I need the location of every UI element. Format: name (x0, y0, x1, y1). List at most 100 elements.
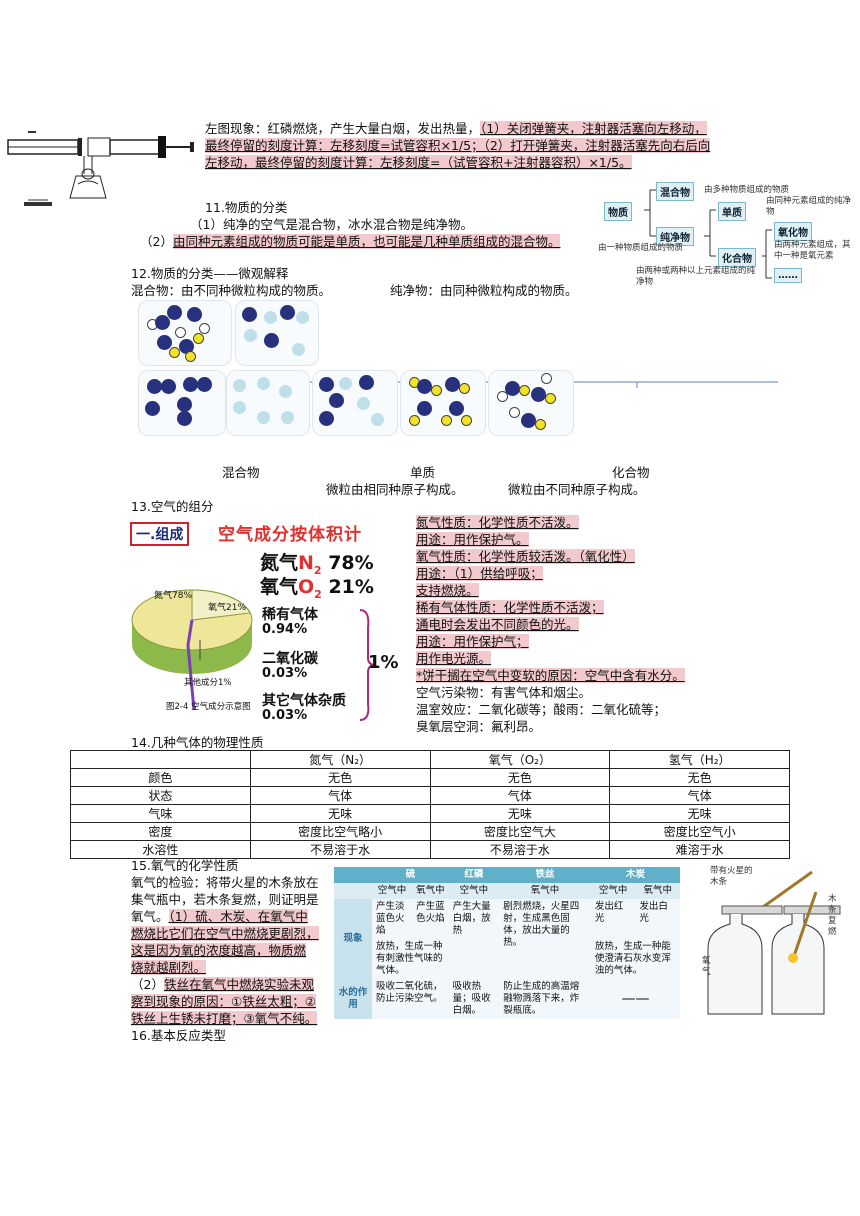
air-pie-chart (131, 589, 253, 710)
atom (409, 415, 420, 426)
oxygen-text-line: 烧就越剧烈。 (131, 959, 319, 976)
sub-cell: 氧气中 (412, 883, 449, 899)
atom (459, 383, 470, 394)
text-prefix: （2） (131, 977, 164, 992)
table-cell: 密度 (70, 822, 251, 841)
atom (296, 311, 309, 324)
highlighted-answer: 察到现象的原因：①铁丝太粗；② (131, 994, 316, 1009)
oxygen-text-line: 集气瓶中，若木条复燃，则证明是 (131, 891, 319, 908)
pie-label-other: 其他成分1% (184, 678, 232, 688)
table-row: 水溶性不易溶于水不易溶于水难溶于水 (70, 840, 790, 859)
table-header-cell: 氮气（N₂） (249, 750, 431, 769)
atom (233, 379, 246, 392)
row-label: 水的作用 (334, 979, 372, 1019)
table-cell: 密度比空气略小 (249, 822, 431, 841)
air-notes: 氮气性质：化学性质不活泼。用途：用作保护气。氧气性质：化学性质较活泼。（氧化性）… (416, 514, 685, 735)
atom (281, 411, 294, 424)
atom (145, 401, 160, 416)
caption-element: 单质 (410, 465, 436, 480)
cell: 放热，生成一种有刺激性气味的气体。 (372, 939, 449, 979)
co2-percent: 0.03% (262, 666, 308, 681)
atom (417, 401, 432, 416)
apparatus-answer: 左移动，最终停留的刻度计算：左移刻度=（试管容积+注射器容积）×1/5。 (205, 155, 632, 170)
gas-physical-properties-table: 氮气（N₂）氧气（O₂）氢气（H₂）颜色无色无色无色状态气体气体气体气味无味无味… (70, 750, 790, 859)
atom (155, 315, 170, 330)
cell: 吸收热量；吸收白烟。 (448, 979, 500, 1019)
text-prefix: 氧气。 (131, 909, 169, 924)
highlighted-answer: 由同种元素组成的物质可能是单质，也可能是几种单质组成的混合物。 (172, 234, 561, 249)
atom (521, 413, 536, 428)
oxygen-text-line: 氧气的检验：将带火星的木条放在 (131, 874, 319, 891)
atom (505, 381, 520, 396)
phenomenon-row-a: 现象 产生淡蓝色火焰 产生蓝色火焰 产生大量白烟，放热 剧烈燃烧，火星四射，生成… (334, 899, 680, 979)
air-note-line: *饼干搁在空气中变软的原因：空气中含有水分。 (416, 667, 685, 684)
label-splint: 带有火星的木条 (710, 866, 753, 887)
particle-box-element (226, 370, 310, 436)
particle-box-element (138, 370, 226, 436)
atom (147, 379, 162, 394)
cell: 剧烈燃烧，火星四射，生成黑色固体，放出大量的热。 (499, 899, 591, 979)
diagram-element: 单质 (718, 202, 746, 221)
apparatus-text-line3: 左移动，最终停留的刻度计算：左移刻度=（试管容积+注射器容积）×1/5。 (205, 154, 632, 171)
head-iron: 铁丝 (499, 867, 591, 883)
cell: 产生淡蓝色火焰 (372, 899, 413, 939)
diagram-connectors (644, 189, 772, 279)
atom (357, 397, 370, 410)
atom (161, 379, 176, 394)
table-head-row: 硫 红磷 铁丝 木炭 (334, 867, 680, 883)
atom (519, 385, 530, 396)
table-header-cell: 氧气（O₂） (429, 750, 611, 769)
highlighted-answer: 用作电光源。 (416, 651, 492, 666)
syringe-apparatus-figure (7, 131, 194, 206)
table-header-row: 氮气（N₂）氧气（O₂）氢气（H₂） (70, 750, 790, 769)
air-note-line: 臭氧层空洞：氟利昂。 (416, 718, 685, 735)
air-note-line: 空气污染物：有害气体和烟尘。 (416, 684, 685, 701)
row-label: 现象 (334, 899, 372, 979)
atom (264, 333, 279, 348)
air-note-line: 用途：用作保护气。 (416, 531, 685, 548)
atom (509, 407, 520, 418)
highlighted-answer: 用途：用作保护气。 (416, 532, 529, 547)
air-note-line: 氮气性质：化学性质不活泼。 (416, 514, 685, 531)
highlighted-answer: 用途：（1）供给呼吸； (416, 566, 543, 581)
apparatus-answer: 最终停留的刻度计算：左移刻度=试管容积×1/5；（2）打开弹簧夹，注射器活塞先向… (205, 138, 711, 153)
note-text: 温室效应：二氧化碳等；酸雨：二氧化硫等； (416, 702, 667, 717)
atom (279, 385, 292, 398)
cell: —— (590, 979, 680, 1019)
air-note-line: 通电时会发出不同颜色的光。 (416, 616, 685, 633)
atom (177, 411, 192, 426)
section-heading: 11.物质的分类 (205, 200, 288, 215)
table-cell: 无色 (249, 768, 431, 787)
atom (183, 377, 198, 392)
air-note-line: 氧气性质：化学性质较活泼。（氧化性） (416, 548, 685, 565)
table-cell: 无色 (429, 768, 611, 787)
sub-cell: 氧气中 (499, 883, 591, 899)
diagram-mixture: 混合物 (656, 182, 694, 201)
table-row: 颜色无色无色无色 (70, 768, 790, 787)
table-header-cell: 氢气（H₂） (609, 750, 790, 769)
atom (280, 305, 295, 320)
highlighted-answer: 铁丝上生锈未打磨；③氧气不纯。 (131, 1011, 318, 1026)
diagram-compound: 化合物 (718, 248, 756, 267)
cell: 产生蓝色火焰 (412, 899, 449, 939)
label-reignite: 木条复燃 (828, 894, 837, 937)
oxygen-reaction-table: 硫 红磷 铁丝 木炭 空气中 氧气中 空气中 氧气中 空气中 氧气中 现象 产生… (334, 867, 680, 1019)
atom (175, 327, 186, 338)
section-text: （2）由同种元素组成的物质可能是单质，也可能是几种单质组成的混合物。 (140, 233, 561, 250)
brace (359, 609, 375, 721)
table-sub-row: 空气中 氧气中 空气中 氧气中 空气中 氧气中 (334, 883, 680, 899)
atom (545, 393, 556, 404)
atom (257, 377, 270, 390)
atom (431, 385, 442, 396)
atom (197, 377, 212, 392)
air-composition-figure: 一.组成 空气成分按体积计 氮气78% 氧气21% 其他成分1% 图2-4 空气… (128, 516, 410, 726)
highlighted-answer: 通电时会发出不同颜色的光。 (416, 617, 579, 632)
air-note-line: 温室效应：二氧化碳等；酸雨：二氧化硫等； (416, 701, 685, 718)
caption-element-desc: 微粒由相同种原子构成。 (326, 482, 464, 497)
particle-box-mixture-element (400, 370, 486, 436)
cell: 发出红光 (590, 899, 636, 939)
table-cell: 水溶性 (70, 840, 251, 859)
note-text: 空气污染物：有害气体和烟尘。 (416, 685, 592, 700)
n2-sub: 2 (313, 563, 322, 577)
diagram-oxide: 氧化物 (774, 222, 812, 241)
